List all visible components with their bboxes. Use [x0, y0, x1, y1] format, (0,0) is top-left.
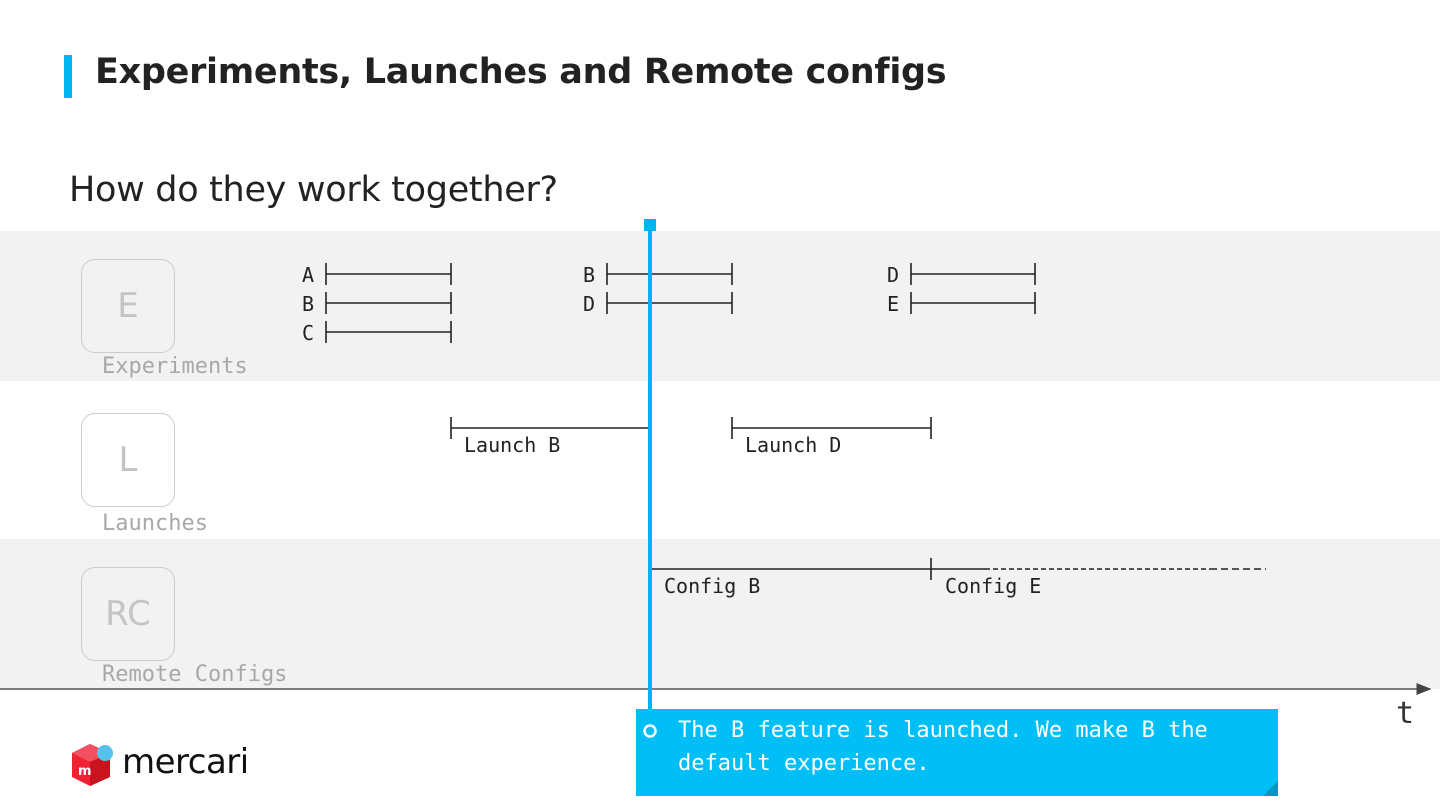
callout-fold	[1263, 781, 1278, 796]
experiment-label-d3: D	[887, 263, 899, 287]
launches-label: Launches	[102, 511, 208, 536]
config-e-label: Config E	[945, 574, 1041, 598]
page-title: Experiments, Launches and Remote configs	[95, 52, 947, 92]
callout-pointer-dot	[643, 724, 657, 738]
config-b-label: Config B	[664, 574, 760, 598]
remote-configs-label: Remote Configs	[102, 662, 288, 687]
experiments-band	[0, 231, 1440, 381]
experiment-group-2	[606, 263, 733, 314]
experiment-label-c: C	[302, 321, 314, 345]
page-subtitle: How do they work together?	[69, 170, 558, 210]
experiment-group-1	[325, 263, 452, 343]
time-axis-label: t	[1396, 696, 1415, 731]
experiment-label-b2: B	[583, 263, 595, 287]
callout-text-line-2: default experience.	[678, 751, 930, 776]
experiment-label-a: A	[302, 263, 314, 287]
mercari-logo-glyph: m	[78, 764, 92, 779]
experiment-label-d2: D	[583, 292, 595, 316]
mercari-logo-icon: m	[72, 744, 113, 786]
callout-text-line-1: The B feature is launched. We make B the	[678, 718, 1208, 743]
launch-d-span	[731, 417, 932, 439]
launch-b-label: Launch B	[464, 433, 560, 457]
remote-configs-band	[0, 539, 1440, 689]
experiment-label-b: B	[302, 292, 314, 316]
experiments-label: Experiments	[102, 354, 248, 379]
title-accent-bar	[64, 55, 72, 98]
mercari-logo-text: mercari	[122, 742, 249, 782]
experiment-group-3	[910, 263, 1036, 314]
mercari-logo: m mercari	[70, 740, 250, 790]
launches-badge: L	[81, 413, 175, 507]
callout-box: The B feature is launched. We make B the…	[636, 709, 1278, 796]
experiments-badge: E	[81, 259, 175, 353]
remote-configs-badge: RC	[81, 567, 175, 661]
experiment-label-e3: E	[887, 292, 899, 316]
launch-d-label: Launch D	[745, 433, 841, 457]
